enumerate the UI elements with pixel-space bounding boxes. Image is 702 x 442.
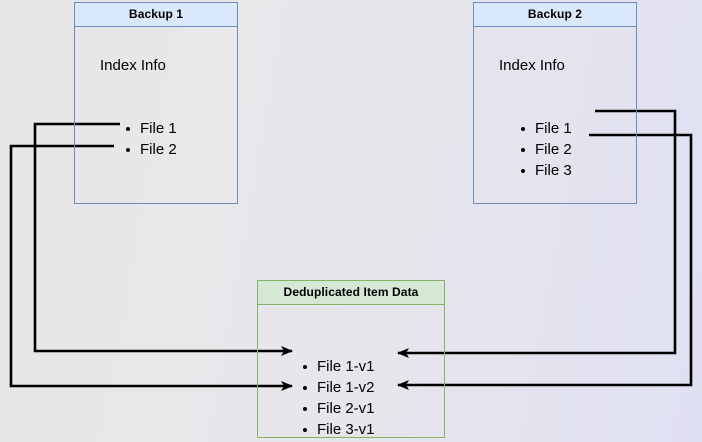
- node-backup-1[interactable]: Backup 1 Index Info File 1 File 2: [74, 2, 238, 204]
- backup-2-index-label: Index Info: [499, 57, 565, 74]
- node-deduplicated-item-data[interactable]: Deduplicated Item Data File 1-v1 File 1-…: [257, 280, 445, 438]
- edge-backup2-file1-to-file1v2: [397, 109, 677, 358]
- backup-1-file-list: File 1 File 2: [124, 118, 177, 160]
- dedup-file-list: File 1-v1 File 1-v2 File 2-v1 File 3-v1: [301, 356, 375, 440]
- list-item: File 1-v1: [301, 356, 375, 377]
- edge-backup1-file2-to-file2v1: [9, 144, 293, 391]
- node-backup-1-body: Index Info File 1 File 2: [75, 27, 237, 203]
- node-backup-2-title: Backup 2: [474, 3, 636, 27]
- list-item: File 3-v1: [301, 419, 375, 440]
- node-backup-2-body: Index Info File 1 File 2 File 3: [474, 27, 636, 203]
- list-item: File 2: [124, 139, 177, 160]
- node-deduplicated-item-data-title: Deduplicated Item Data: [258, 281, 444, 305]
- edge-backup2-file2-to-file2v1: [397, 133, 693, 390]
- list-item: File 1: [124, 118, 177, 139]
- list-item: File 2: [519, 139, 572, 160]
- edge-backup1-file1-to-file1v1: [33, 122, 293, 356]
- node-deduplicated-item-data-body: File 1-v1 File 1-v2 File 2-v1 File 3-v1: [258, 305, 444, 440]
- list-item: File 1: [519, 118, 572, 139]
- node-backup-1-title: Backup 1: [75, 3, 237, 27]
- list-item: File 3: [519, 160, 572, 181]
- backup-1-index-label: Index Info: [100, 57, 166, 74]
- list-item: File 2-v1: [301, 398, 375, 419]
- node-backup-2[interactable]: Backup 2 Index Info File 1 File 2 File 3: [473, 2, 637, 204]
- backup-2-file-list: File 1 File 2 File 3: [519, 118, 572, 181]
- list-item: File 1-v2: [301, 377, 375, 398]
